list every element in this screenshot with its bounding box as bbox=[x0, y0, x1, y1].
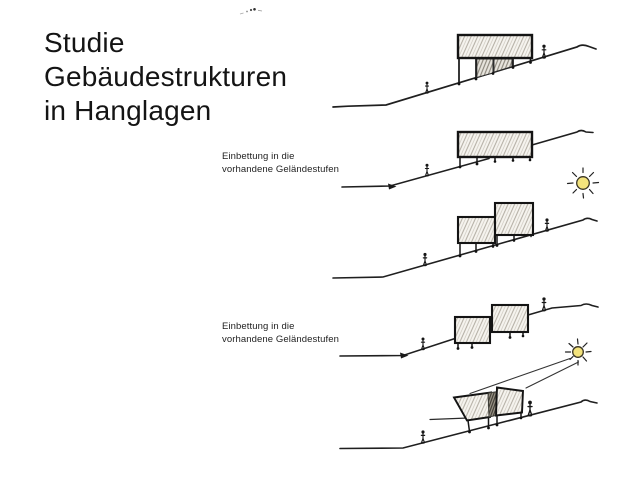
sun-disc bbox=[572, 346, 584, 358]
title-line-3: in Hanglagen bbox=[44, 95, 212, 126]
footing bbox=[468, 430, 471, 434]
person-figure bbox=[527, 399, 533, 418]
understorey-box bbox=[476, 58, 494, 79]
footing bbox=[487, 426, 490, 430]
leader-arrowhead bbox=[388, 183, 397, 190]
slope-line-left bbox=[339, 337, 456, 357]
slope-line-left bbox=[341, 157, 490, 188]
footing bbox=[456, 347, 460, 350]
footing bbox=[495, 244, 499, 247]
sketch-hillside-3 bbox=[332, 201, 598, 279]
footing bbox=[508, 336, 512, 339]
title-line-2: Gebäudestrukturen bbox=[44, 61, 288, 92]
sketch-hillside-4 bbox=[339, 296, 599, 359]
building-block-left bbox=[452, 391, 492, 422]
sketch-hillside-5 bbox=[339, 386, 598, 450]
annotation-einbettung-1: Einbettung in die vorhandene Geländestuf… bbox=[222, 151, 339, 176]
slope-line-right bbox=[527, 303, 599, 316]
footing bbox=[474, 250, 478, 253]
footing bbox=[511, 66, 515, 69]
footing bbox=[491, 245, 495, 248]
footing bbox=[475, 162, 479, 166]
pencil-smudge bbox=[239, 8, 263, 15]
footing bbox=[493, 160, 497, 163]
core-shaft bbox=[487, 391, 497, 418]
annotation-line: Einbettung in die bbox=[222, 321, 295, 332]
footing bbox=[495, 423, 499, 427]
slope-line bbox=[339, 399, 598, 450]
footing bbox=[458, 254, 462, 258]
footing bbox=[457, 82, 461, 86]
support bbox=[467, 419, 471, 433]
slope-line bbox=[332, 44, 597, 108]
footing bbox=[470, 346, 474, 349]
annotation-line: vorhandene Geländestufen bbox=[222, 163, 340, 175]
footing bbox=[512, 239, 516, 242]
person-figure bbox=[541, 296, 547, 312]
footing bbox=[491, 72, 495, 75]
leader-arrowhead bbox=[400, 352, 409, 359]
annotation-line: vorhandene Geländestufen bbox=[222, 333, 340, 345]
person-figure bbox=[420, 429, 426, 445]
footing bbox=[521, 334, 525, 338]
building-block-lower bbox=[453, 315, 492, 345]
footing bbox=[511, 159, 515, 162]
page-title: Studie Gebäudestrukturen in Hanglagen bbox=[44, 26, 287, 128]
building-block-upper bbox=[490, 303, 530, 334]
sketch-hillside-2 bbox=[341, 129, 594, 190]
sun-icon bbox=[469, 338, 592, 395]
footing bbox=[519, 416, 523, 420]
annotation-einbettung-2: Einbettung in die vorhandene Geländestuf… bbox=[222, 321, 339, 346]
terrace-line bbox=[429, 417, 469, 421]
person-figure bbox=[424, 163, 430, 178]
sun-disc bbox=[576, 176, 590, 190]
building-block bbox=[456, 33, 534, 60]
title-line-1: Studie bbox=[44, 27, 125, 58]
slope-line bbox=[332, 217, 598, 279]
annotation-line: Einbettung in die bbox=[222, 151, 295, 162]
sketch-hillside-1 bbox=[332, 33, 597, 108]
footing bbox=[529, 61, 532, 64]
building-block-lower bbox=[456, 215, 497, 245]
footing bbox=[458, 165, 462, 169]
sun-ray-beam bbox=[469, 357, 571, 395]
sun-icon bbox=[566, 167, 600, 199]
footing bbox=[528, 158, 532, 162]
building-block-right bbox=[495, 386, 524, 417]
building-block bbox=[456, 130, 534, 159]
building-block-upper bbox=[493, 201, 535, 237]
slope-line-right bbox=[531, 129, 594, 146]
sun-ray-beam bbox=[525, 361, 580, 389]
footing bbox=[474, 77, 478, 81]
